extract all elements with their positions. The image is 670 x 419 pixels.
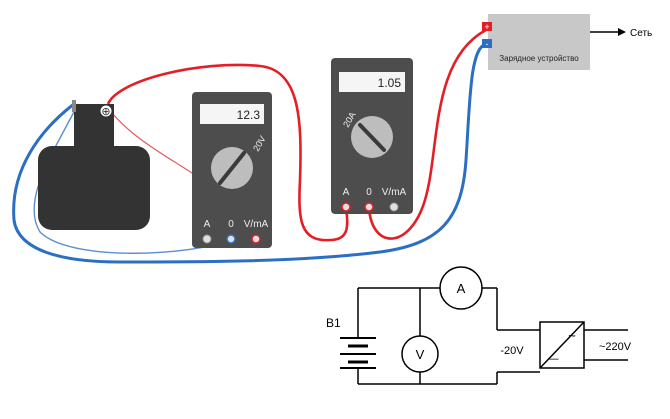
battery-plus-terminal <box>99 104 113 118</box>
voltmeter-port-a-label: A <box>204 219 211 230</box>
charger-label: Зарядное устройство <box>499 54 579 63</box>
ammeter-port-a-label: A <box>343 187 350 198</box>
ammeter: 1.05 20A A 0 V/mA <box>331 58 413 214</box>
schematic-voltmeter-symbol: V <box>416 347 425 362</box>
voltmeter-reading: 12.3 <box>237 108 261 122</box>
voltmeter: 12.3 20V A 0 V/mA <box>192 92 272 248</box>
ammeter-dial-pointer <box>358 123 386 152</box>
arrow-head-icon <box>618 28 626 36</box>
converter-diagonal <box>539 321 585 369</box>
converter-ac-glyph: ~ <box>568 328 576 343</box>
schematic-voltmeter-circle <box>401 335 439 373</box>
voltmeter-dial-pointer <box>218 151 246 185</box>
voltmeter-port-vma[interactable] <box>251 234 261 244</box>
ammeter-display <box>339 72 405 92</box>
voltmeter-port-a[interactable] <box>202 234 212 244</box>
charger-minus-terminal[interactable] <box>482 39 492 48</box>
red-wire-ammeter-to-charger <box>367 28 487 240</box>
voltmeter-display <box>200 104 264 124</box>
voltmeter-port-com[interactable] <box>226 234 236 244</box>
battery-body <box>38 146 150 230</box>
ammeter-port-com-label: 0 <box>366 187 372 198</box>
battery: ⊕ <box>38 100 150 230</box>
voltmeter-port-vma-label: V/mA <box>244 219 269 230</box>
network-label: Сеть <box>630 28 652 39</box>
ammeter-port-vma-label: V/mA <box>382 187 407 198</box>
ammeter-port-vma[interactable] <box>389 202 399 212</box>
network-arrow: Сеть <box>590 28 652 39</box>
schematic-ac-label: ~220V <box>599 341 632 353</box>
converter-dc-glyph: — <box>548 353 559 365</box>
charger-minus-symbol: - <box>486 39 489 49</box>
schematic-dc-label: -20V <box>500 345 524 357</box>
schematic <box>340 266 628 385</box>
battery-minus-tab <box>72 100 76 112</box>
ammeter-reading: 1.05 <box>378 76 402 90</box>
red-wire-main <box>106 63 349 242</box>
charger-body <box>488 14 590 70</box>
ammeter-port-com[interactable] <box>364 202 374 212</box>
battery-plus-symbol: ⊕ <box>101 106 110 118</box>
charger-plus-terminal[interactable] <box>482 22 492 31</box>
blue-wire-main <box>12 42 487 264</box>
charger-plus-symbol: + <box>484 22 489 32</box>
schematic-ammeter-circle <box>439 266 483 310</box>
schematic-battery-label: B1 <box>326 316 341 330</box>
ammeter-port-a[interactable] <box>341 202 351 212</box>
voltmeter-port-com-label: 0 <box>228 219 234 230</box>
schematic-ammeter-symbol: A <box>457 281 466 296</box>
charger: + - Зарядное устройство <box>482 14 590 70</box>
